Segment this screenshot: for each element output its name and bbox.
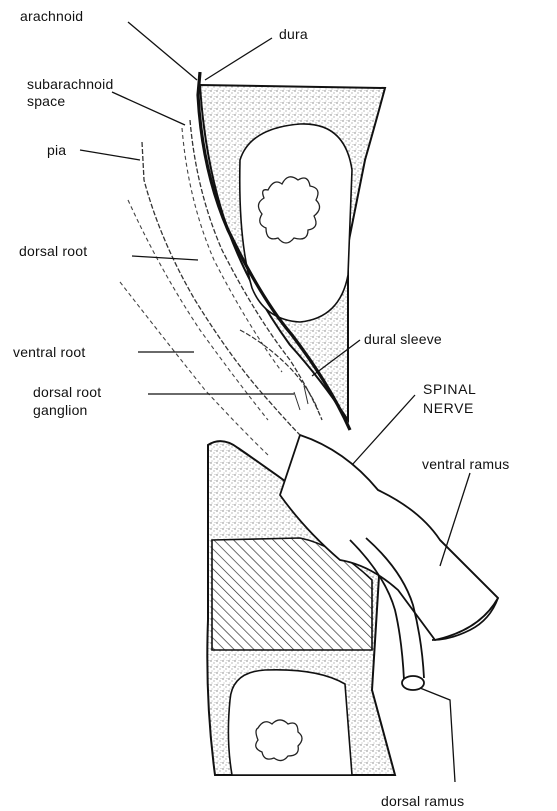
label-arachnoid: arachnoid <box>20 8 83 24</box>
label-ventral-root: ventral root <box>13 344 85 360</box>
leader-dorsal-ramus <box>420 688 455 782</box>
upper-vertebral-core <box>240 124 352 322</box>
leader-dorsal-root <box>132 256 198 260</box>
leader-subarachnoid <box>112 92 185 125</box>
label-drg-line1: dorsal root <box>33 384 101 400</box>
label-spinal-nerve-line2: NERVE <box>423 400 474 416</box>
ventral-root-line <box>120 282 268 455</box>
label-subarachnoid: subarachnoid <box>27 76 113 92</box>
label-dural-sleeve: dural sleeve <box>364 331 442 347</box>
label-ventral-ramus: ventral ramus <box>422 456 509 472</box>
label-dorsal-ramus: dorsal ramus <box>381 793 464 809</box>
leader-dura <box>205 38 272 80</box>
leader-spinal-nerve <box>352 395 415 465</box>
lower-vertebral-core <box>228 670 352 775</box>
label-pia: pia <box>47 142 66 158</box>
leader-arachnoid <box>128 22 197 80</box>
leader-ventral-ramus <box>440 473 470 566</box>
label-dorsal-root: dorsal root <box>19 243 87 259</box>
label-dura: dura <box>279 26 308 42</box>
label-space: space <box>27 93 65 109</box>
ganglion-mark <box>294 386 308 410</box>
label-drg-line2: ganglion <box>33 402 88 418</box>
label-spinal-nerve-line1: SPINAL <box>423 381 476 397</box>
leader-pia <box>80 150 140 160</box>
